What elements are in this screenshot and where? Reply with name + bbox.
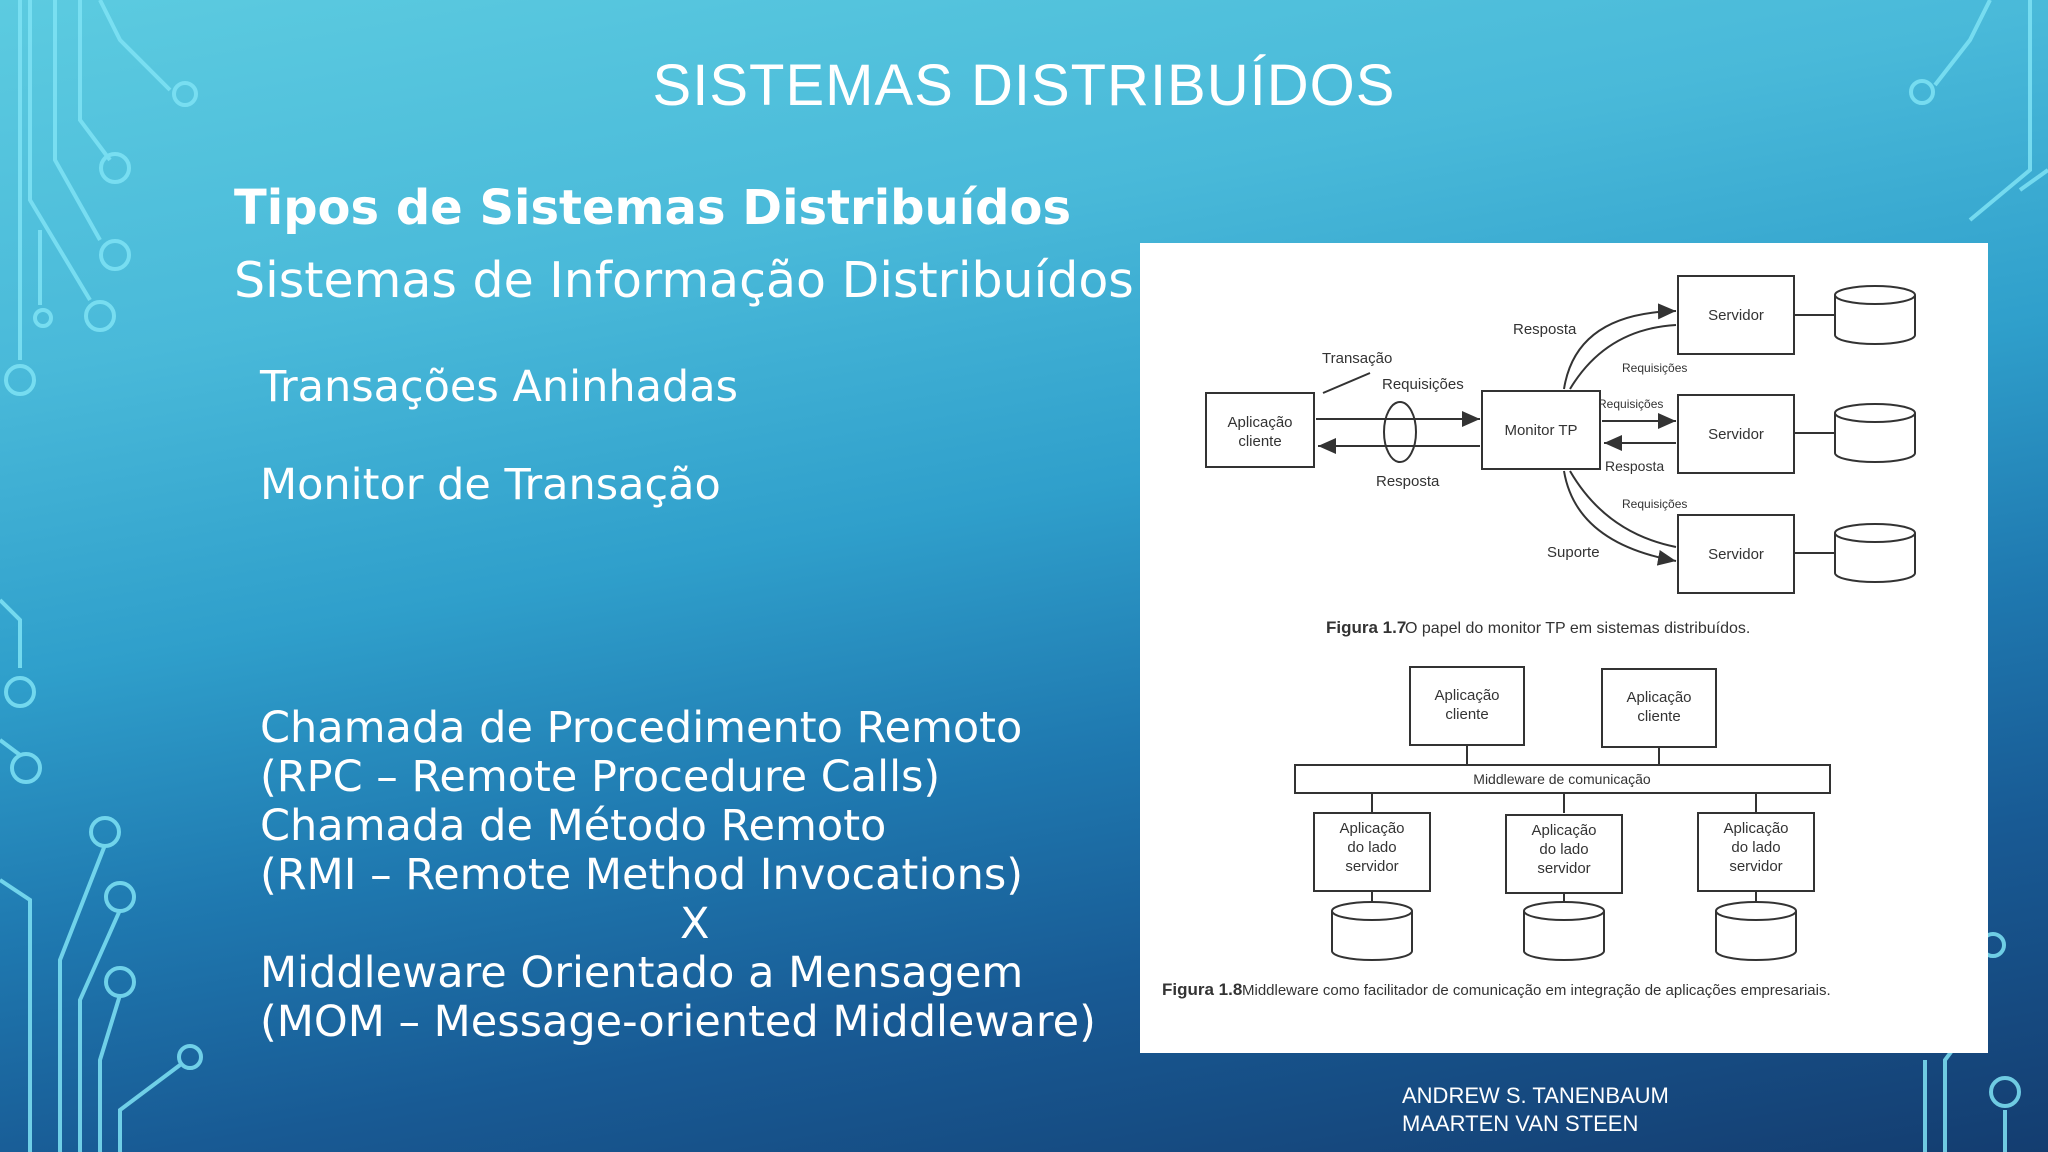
database-icon xyxy=(1715,901,1797,961)
server-app-label: servidor xyxy=(1537,860,1590,877)
figure-1-8-labels: Aplicação cliente Aplicação cliente Midd… xyxy=(1162,687,1831,999)
server-app-label: do lado xyxy=(1539,841,1588,858)
database-icon xyxy=(1331,901,1413,961)
client-label-line: cliente xyxy=(1445,706,1488,723)
requisicoes-label: Requisições xyxy=(1622,497,1687,511)
server-app-label: Aplicação xyxy=(1531,822,1596,839)
database-icon xyxy=(1834,403,1916,463)
server-box xyxy=(1677,275,1795,355)
block-line: (MOM – Message-oriented Middleware) xyxy=(260,997,1096,1047)
suporte-label: Suporte xyxy=(1547,544,1600,561)
client-app-box xyxy=(1205,392,1315,468)
figure-1-7-caption-text: O papel do monitor TP em sistemas distri… xyxy=(1405,620,1750,637)
rpc-rmi-mom-block: Chamada de Procedimento Remoto (RPC – Re… xyxy=(260,704,1096,1047)
requisicoes-label: Requisições xyxy=(1598,397,1663,411)
figure-1-8 xyxy=(1294,666,1831,961)
database-icon xyxy=(1523,901,1605,961)
figure-panel: Aplicação cliente Monitor TP Aplicação S… xyxy=(1140,243,1988,1053)
figure-1-8-caption-text: Middleware como facilitador de comunicaç… xyxy=(1242,982,1831,999)
server-label: Servidor xyxy=(1708,307,1764,324)
figure-1-8-caption-label: Figura 1.8 xyxy=(1162,980,1242,999)
client-label-line: Aplicação xyxy=(1626,689,1691,706)
author-credits: ANDREW S. TANENBAUM MAARTEN VAN STEEN xyxy=(1402,1082,1669,1138)
monitor-label: Monitor TP xyxy=(1504,422,1577,439)
client-app-box xyxy=(1601,668,1717,748)
item-monitor-transacao: Monitor de Transação xyxy=(260,460,721,510)
database-icon xyxy=(1834,285,1916,345)
middleware-bar xyxy=(1294,764,1831,794)
client-label-line: Aplicação xyxy=(1227,414,1292,431)
client-label-line: cliente xyxy=(1637,708,1680,725)
server-app-label: Aplicação xyxy=(1723,820,1788,837)
server-app-label: Aplicação xyxy=(1339,820,1404,837)
block-line: (RPC – Remote Procedure Calls) xyxy=(260,752,941,802)
client-label-line: cliente xyxy=(1238,433,1281,450)
block-line: Chamada de Método Remoto xyxy=(260,801,887,851)
requisicoes-label: Requisições xyxy=(1382,376,1464,393)
figure-diagrams: Aplicação cliente Monitor TP Aplicação S… xyxy=(1162,275,1916,999)
figure-1-7-labels: Aplicação cliente Monitor TP Aplicação S… xyxy=(1227,307,1763,637)
resposta-label: Resposta xyxy=(1376,473,1440,490)
server-app-box xyxy=(1505,814,1623,894)
server-label: Servidor xyxy=(1708,546,1764,563)
author-line: MAARTEN VAN STEEN xyxy=(1402,1111,1639,1136)
monitor-tp-box xyxy=(1481,390,1601,470)
versus-x: X xyxy=(680,899,710,949)
author-line: ANDREW S. TANENBAUM xyxy=(1402,1083,1669,1108)
section-subheading: Sistemas de Informação Distribuídos xyxy=(234,252,1134,309)
block-line: Chamada de Procedimento Remoto xyxy=(260,703,1023,753)
database-icon xyxy=(1834,523,1916,583)
block-line: Middleware Orientado a Mensagem xyxy=(260,948,1024,998)
server-label: Servidor xyxy=(1708,426,1764,443)
server-box xyxy=(1677,394,1795,474)
figure-1-7 xyxy=(1205,275,1916,594)
client-app-box xyxy=(1409,666,1525,746)
server-app-label: do lado xyxy=(1347,839,1396,856)
resposta-label: Resposta xyxy=(1513,321,1577,338)
server-app-label: servidor xyxy=(1729,858,1782,875)
server-box xyxy=(1677,514,1795,594)
server-app-box xyxy=(1697,812,1815,892)
transacao-label: Transação xyxy=(1322,350,1392,367)
figure-1-7-caption-label: Figura 1.7 xyxy=(1326,618,1406,637)
client-label-line: Aplicação xyxy=(1434,687,1499,704)
middleware-label: Middleware de comunicação xyxy=(1473,771,1651,787)
item-transacoes-aninhadas: Transações Aninhadas xyxy=(260,362,738,412)
requisicoes-label: Requisições xyxy=(1622,361,1687,375)
block-line: (RMI – Remote Method Invocations) xyxy=(260,850,1024,900)
server-app-label: do lado xyxy=(1731,839,1780,856)
section-heading: Tipos de Sistemas Distribuídos xyxy=(234,180,1072,236)
resposta-label: Resposta xyxy=(1605,458,1664,474)
server-app-label: servidor xyxy=(1345,858,1398,875)
slide-title: SISTEMAS DISTRIBUÍDOS xyxy=(652,53,1396,118)
